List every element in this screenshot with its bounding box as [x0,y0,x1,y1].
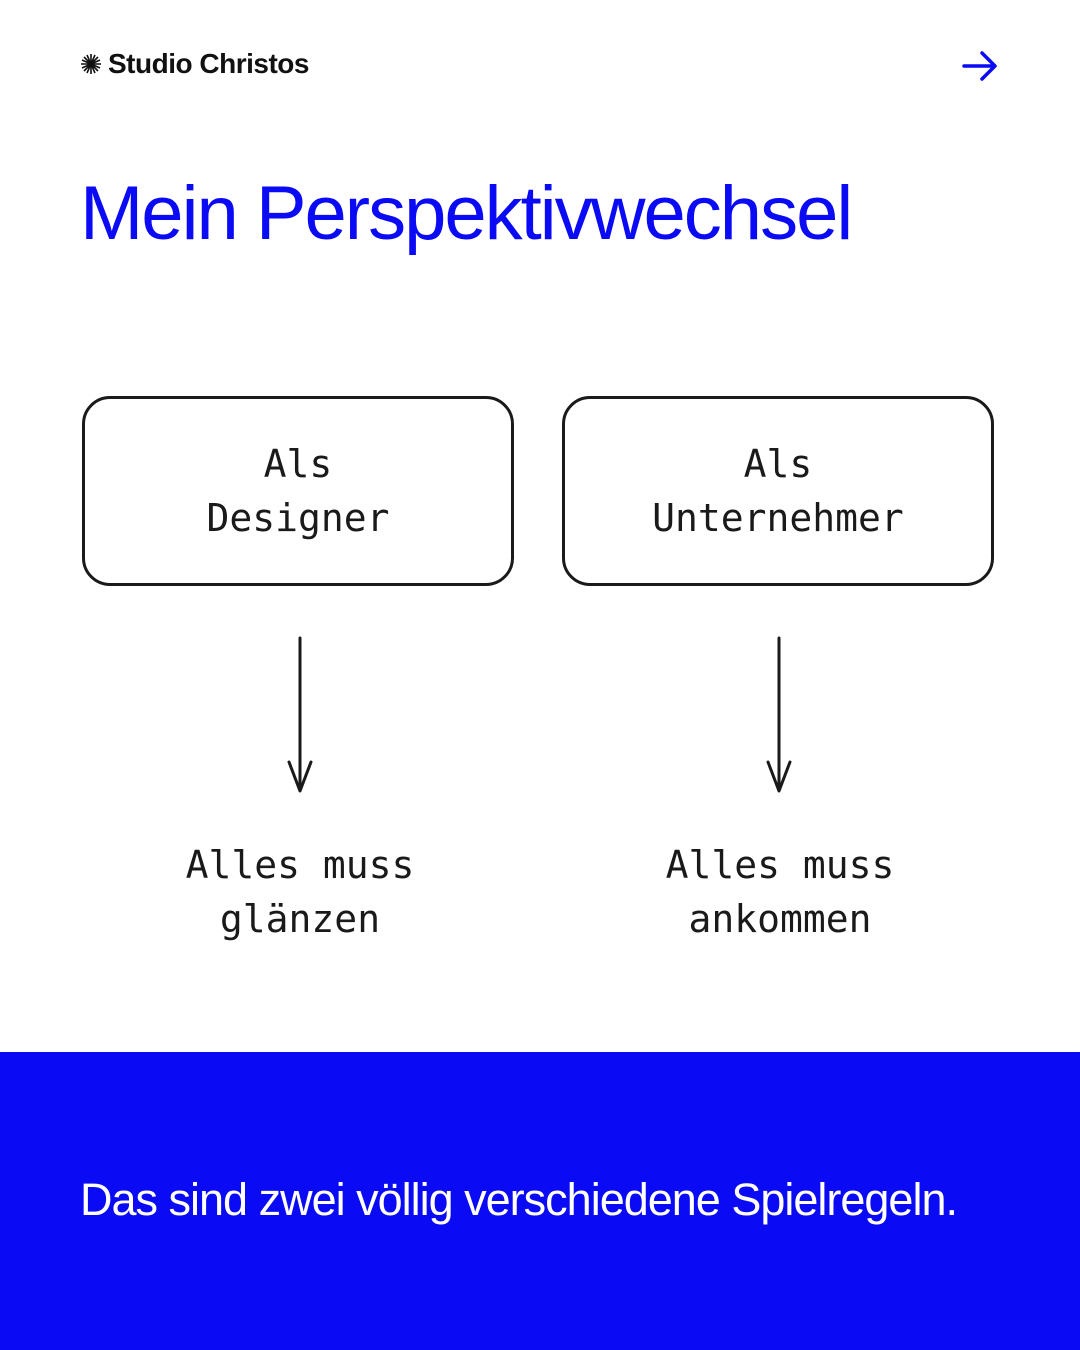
page-title: Mein Perspektivwechsel [80,171,853,256]
brand-logo: Studio Christos [80,48,309,80]
starburst-icon [81,54,101,74]
result-line2: ankommen [688,897,872,941]
designer-box: Als Designer [82,396,514,586]
brand-name: Studio Christos [108,48,309,79]
arrow-down-icon [287,636,313,793]
box-label-line1: Als [743,442,813,486]
arrow-right-icon[interactable] [960,46,1000,86]
result-line2: glänzen [219,897,381,941]
result-line1: Alles muss [185,843,415,887]
footer-text: Das sind zwei völlig verschiedene Spielr… [80,1174,958,1225]
box-label-line2: Unternehmer [652,496,904,540]
arrow-down-icon [766,636,792,793]
entrepreneur-result: Alles muss ankommen [564,838,996,946]
designer-result: Alles muss glänzen [84,838,516,946]
entrepreneur-box: Als Unternehmer [562,396,994,586]
result-line1: Alles muss [665,843,895,887]
box-label-line2: Designer [206,496,390,540]
box-label-line1: Als [263,442,333,486]
footer-banner: Das sind zwei völlig verschiedene Spielr… [0,1052,1080,1350]
